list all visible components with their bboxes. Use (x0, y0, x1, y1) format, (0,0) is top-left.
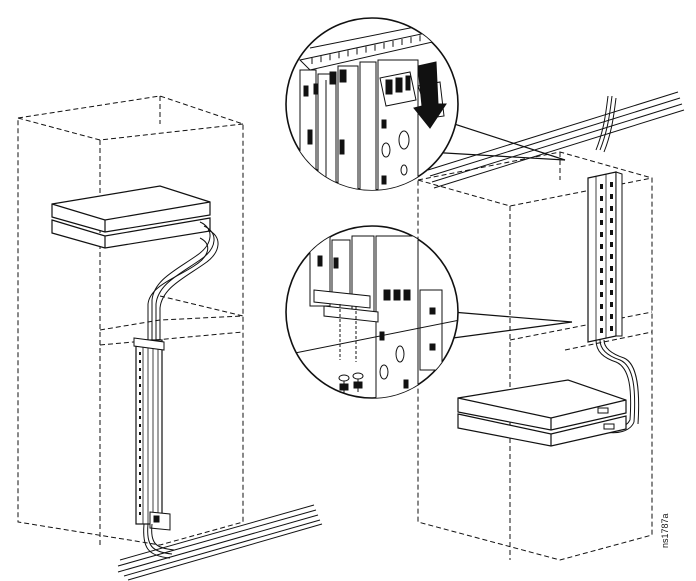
rail-slot (610, 254, 613, 259)
rail-slot (600, 232, 603, 237)
rail-slot (600, 256, 603, 261)
rail-slot (139, 432, 141, 435)
insert-arrow-icon (413, 61, 447, 129)
rail-slot (139, 416, 141, 419)
rail-slot (139, 496, 141, 499)
rail-slot (139, 376, 141, 379)
middle-detail-circle (285, 225, 459, 399)
left-rack-enclosure (17, 95, 244, 546)
rail-slot (600, 316, 603, 321)
rail-slot (600, 268, 603, 273)
rail-slot (139, 400, 141, 403)
rail-slot (600, 208, 603, 213)
rail-slot (610, 218, 613, 223)
left-rail-bracket (149, 511, 171, 531)
rail-slot (139, 360, 141, 363)
rail-slot (139, 448, 141, 451)
rail-slot (600, 220, 603, 225)
rail-slot (139, 392, 141, 395)
rail-slot (600, 244, 603, 249)
right-vertical-rail (587, 171, 623, 343)
right-lower-equipment (457, 379, 627, 447)
rail-slot (139, 352, 141, 355)
rail-slot (610, 326, 613, 331)
rail-slot (139, 480, 141, 483)
left-upper-equipment (51, 185, 211, 249)
rail-slot (139, 472, 141, 475)
top-detail-leader (427, 119, 566, 161)
figure-id-label: ns1787a (660, 513, 670, 548)
screw-icon (338, 372, 364, 394)
left-vertical-rail (133, 337, 165, 525)
rail-slot (139, 408, 141, 411)
left-rail-slots (139, 352, 141, 515)
rail-slot (600, 304, 603, 309)
rail-slot (139, 368, 141, 371)
rail-slot (610, 194, 613, 199)
rail-slot (600, 292, 603, 297)
rail-slot (139, 440, 141, 443)
rail-slot (139, 384, 141, 387)
rail-slot (610, 290, 613, 295)
rail-slot (610, 314, 613, 319)
rail-slot (610, 206, 613, 211)
rail-slot (610, 266, 613, 271)
left-floor-cables (117, 504, 323, 581)
rail-slot (139, 424, 141, 427)
rail-slot (139, 504, 141, 507)
rail-slot (610, 278, 613, 283)
right-rail-slots (600, 182, 613, 333)
right-overhead-cables (427, 91, 685, 189)
rail-slot (139, 456, 141, 459)
rail-slot (610, 242, 613, 247)
rail-slot (610, 182, 613, 187)
left-cable-bundle (147, 221, 219, 340)
rail-slot (600, 280, 603, 285)
rail-slot (139, 464, 141, 467)
middle-detail-leader (437, 311, 573, 341)
rail-slot (600, 328, 603, 333)
rail-slot (610, 302, 613, 307)
rail-slot (139, 512, 141, 515)
rail-slot (610, 230, 613, 235)
rail-slot (600, 196, 603, 201)
rail-slot (600, 184, 603, 189)
top-detail-circle (285, 17, 459, 191)
rail-slot (139, 488, 141, 491)
